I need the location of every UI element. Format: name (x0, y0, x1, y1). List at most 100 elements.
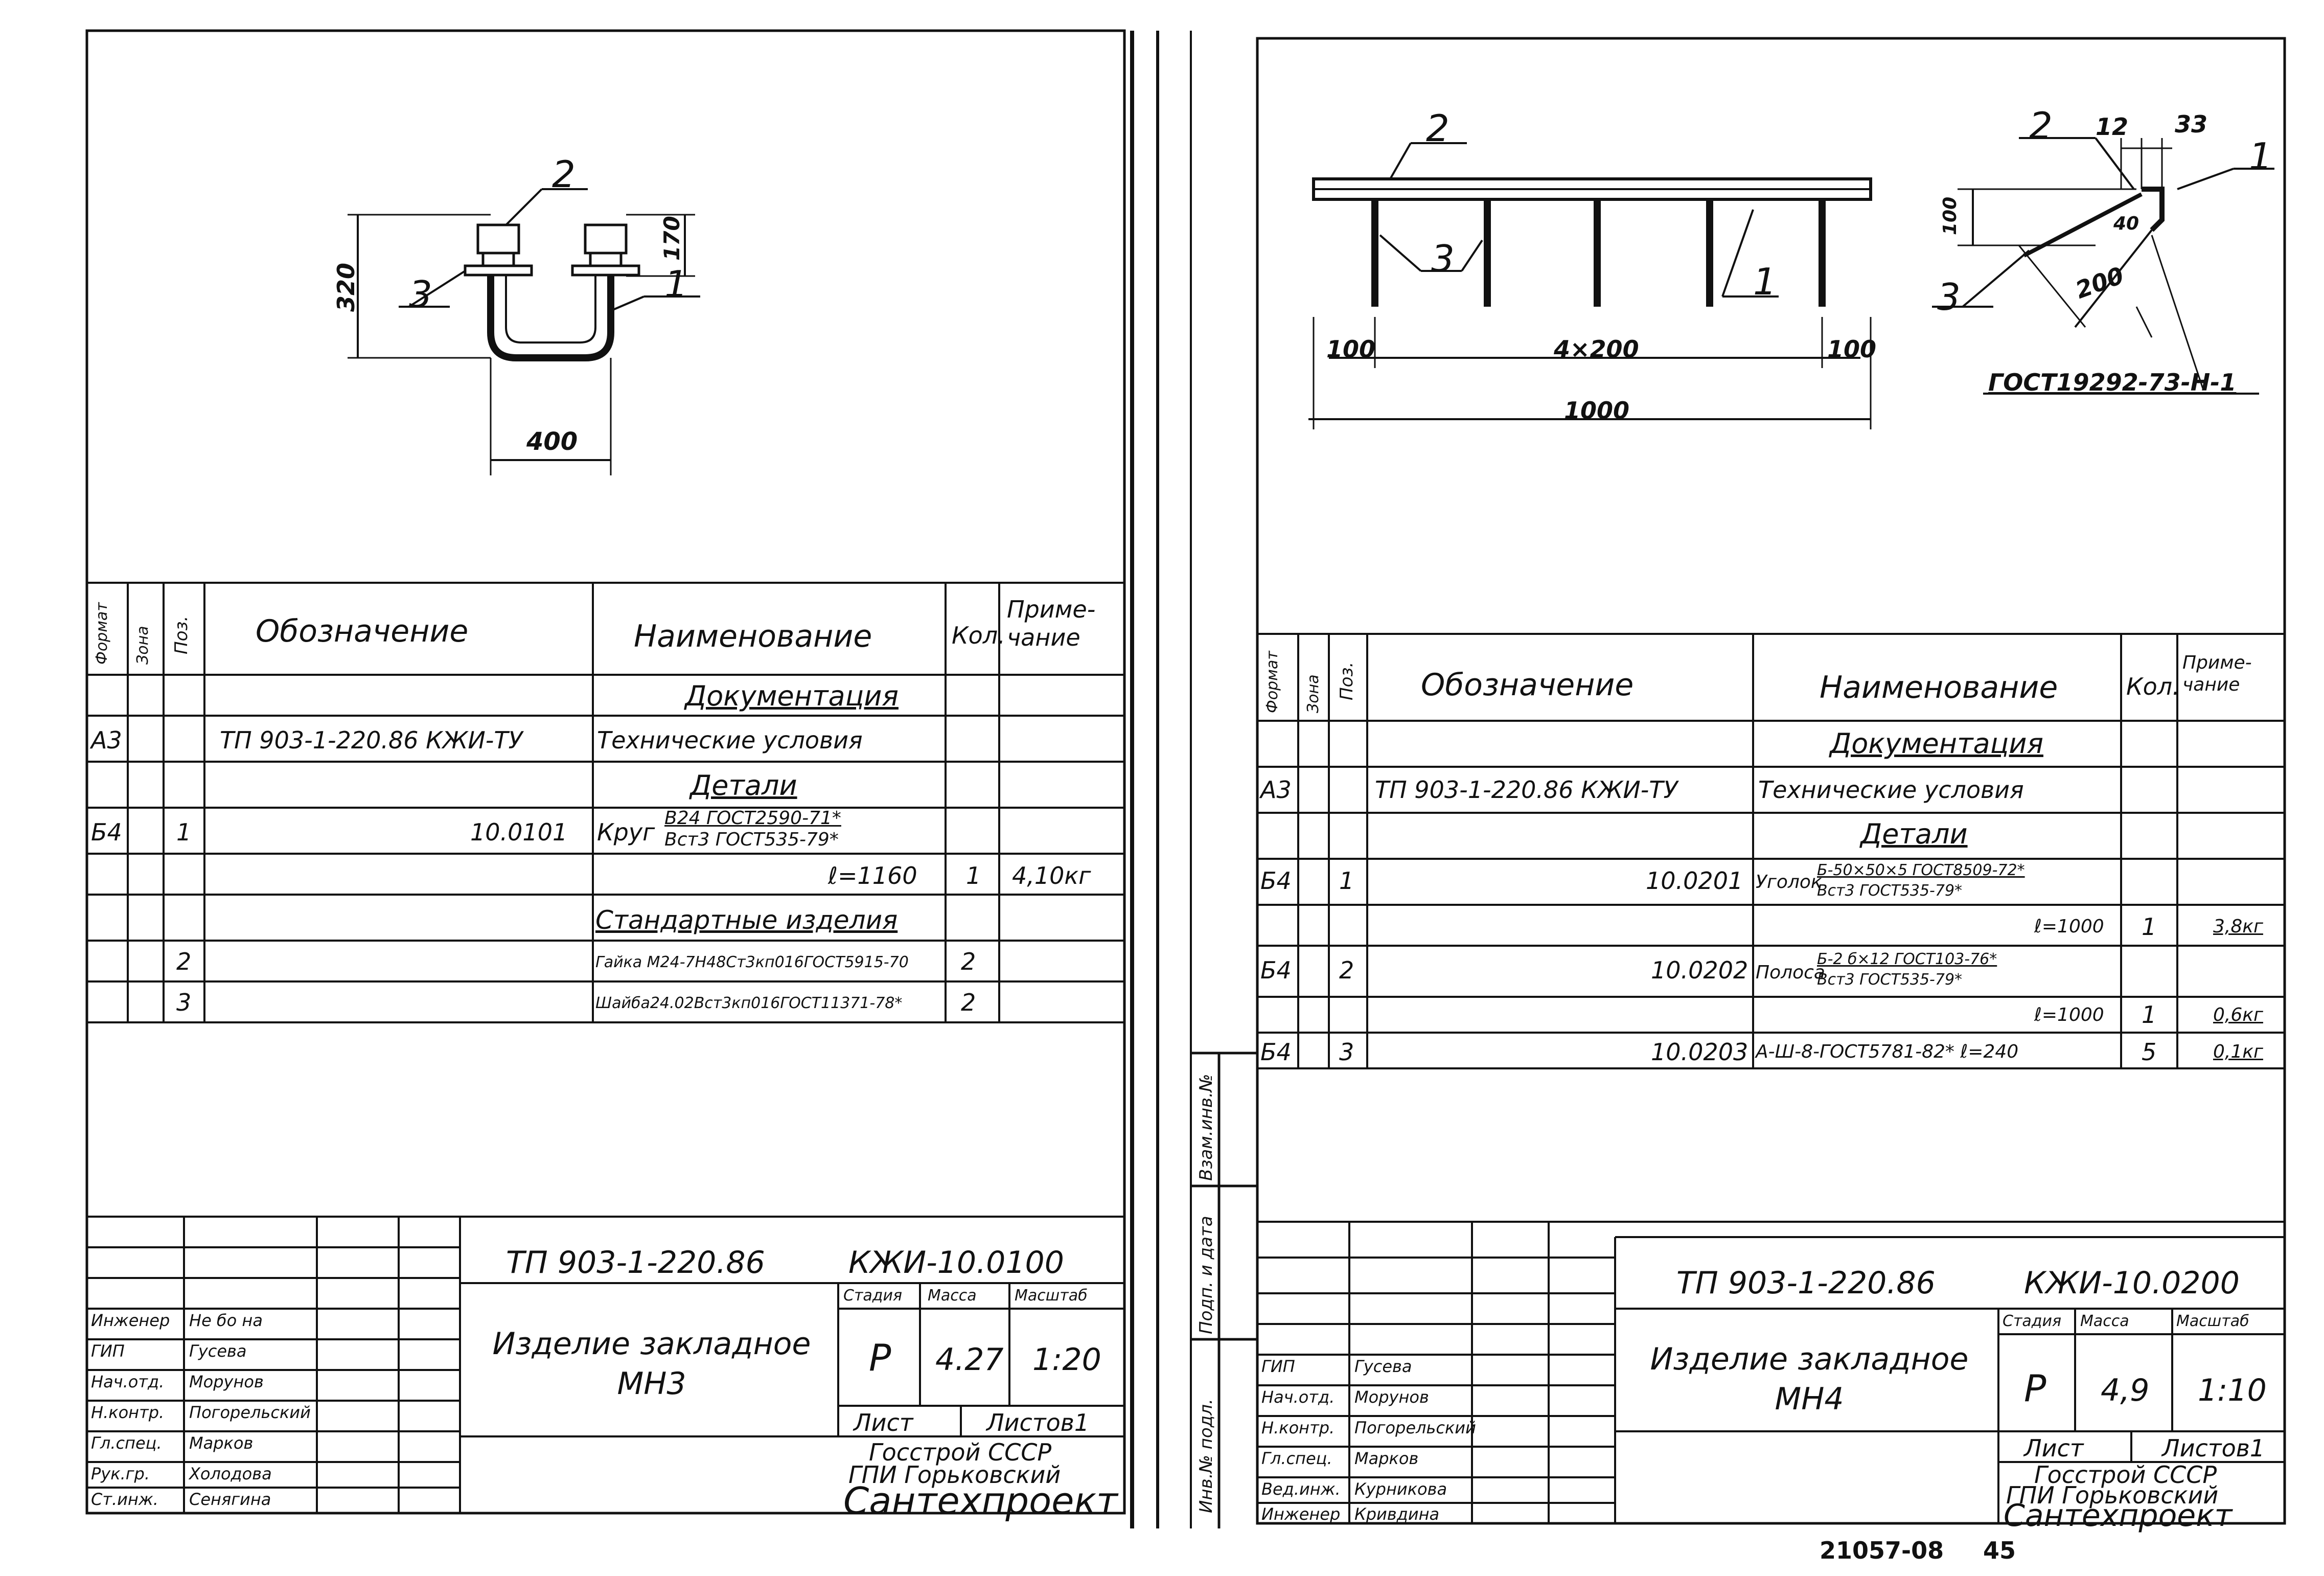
right-row-pos: 1 (1339, 867, 1354, 895)
margin-inv-orig: Инв.№ подл. (1196, 1399, 1216, 1513)
right-row-name-top: Б-2 б×12 ГОСТ103-76* (1817, 950, 1997, 968)
left-row-qty: 2 (961, 948, 976, 975)
right-tb-role: ГИП (1261, 1357, 1295, 1376)
right-side-pos-1: 1 (2249, 135, 2272, 178)
left-tb-scale-label: Масштаб (1015, 1287, 1088, 1305)
left-tb-role: Ст.инж. (91, 1490, 158, 1509)
left-row-name: Шайба24.02Вст3кп016ГОСТ11371-78* (595, 994, 903, 1012)
left-tb-role: ГИП (91, 1341, 125, 1361)
right-row-details: Детали (1860, 818, 1968, 850)
left-tb-name: Морунов (189, 1372, 264, 1391)
left-row-name-prefix: Круг (597, 818, 655, 846)
right-tb-sheets-label: Листов1 (2162, 1434, 2265, 1462)
right-row-length: ℓ=1000 (2034, 1004, 2104, 1025)
right-hdr-pos: Поз. (1337, 661, 1357, 700)
left-hdr-format: Формат (93, 602, 111, 665)
right-title-block-grid (1257, 1221, 2285, 1523)
right-side-view-drawing (1932, 137, 2274, 395)
left-callout-pos-2: 2 (552, 153, 576, 196)
right-tb-org-1: Госстрой СССР (2034, 1461, 2217, 1489)
right-row-name-bottom: Вст3 ГОСТ535-79* (1817, 971, 1963, 989)
right-row-format: А3 (1260, 776, 1292, 804)
right-tb-mass: 4,9 (2101, 1373, 2150, 1408)
right-row-note: 3,8кг (2213, 916, 2263, 937)
right-front-view-drawing (1308, 142, 1872, 429)
left-row-name: Гайка М24-7Н48Ст3кп016ГОСТ5915-70 (595, 953, 909, 971)
left-row-pos: 1 (176, 818, 192, 846)
right-tb-code-doc: КЖИ-10.0200 (2024, 1265, 2240, 1301)
right-tb-role: Вед.инж. (1261, 1479, 1341, 1499)
left-tb-role: Инженер (91, 1311, 170, 1330)
left-tb-item-name: Изделие закладное МН3 (492, 1326, 811, 1402)
right-tb-org-2: ГПИ Горьковский (2006, 1481, 2219, 1509)
right-row-name-top: Б-50×50×5 ГОСТ8509-72* (1817, 861, 2025, 879)
left-tb-org-2: ГПИ Горьковский (848, 1461, 1061, 1489)
right-hdr-format: Формат (1263, 651, 1281, 713)
left-dim-width: 400 (526, 427, 578, 456)
left-row-format: Б4 (91, 818, 122, 846)
left-hdr-designation: Обозначение (256, 613, 469, 649)
footer-page: 45 (1983, 1537, 2016, 1564)
right-row-designation: ТП 903-1-220.86 КЖИ-ТУ (1375, 776, 1678, 804)
left-tb-name: Сенягина (189, 1490, 271, 1509)
right-row-length: ℓ=1000 (2034, 916, 2104, 937)
left-tb-mass: 4.27 (935, 1342, 1004, 1378)
left-ubolt-drawing (348, 188, 700, 475)
left-title-block-grid (87, 1216, 1124, 1513)
left-tb-name: Погорельский (189, 1403, 311, 1422)
left-tb-name: Марков (189, 1433, 254, 1453)
left-row-details: Детали (690, 769, 797, 802)
right-tb-name: Кривдина (1354, 1504, 1440, 1524)
left-tb-stage: Р (869, 1336, 891, 1379)
right-tb-code-project: ТП 903-1-220.86 (1676, 1265, 1936, 1301)
left-row-std-items: Стандартные изделия (595, 905, 898, 935)
left-hdr-zone: Зона (134, 626, 152, 665)
right-row-pos: 3 (1339, 1038, 1354, 1066)
right-row-documentation: Документация (1830, 727, 2043, 760)
right-row-name-prefix: Полоса (1756, 962, 1825, 983)
left-row-note: 4,10кг (1012, 862, 1091, 889)
right-hdr-note: Приме-чание (2182, 652, 2252, 696)
right-callout-pos-2: 2 (1426, 107, 1449, 150)
left-sheet-frame (85, 29, 1126, 1515)
left-row-documentation: Документация (685, 680, 899, 712)
right-hdr-name: Наименование (1820, 670, 2058, 705)
right-tb-name: Гусева (1354, 1357, 1412, 1376)
right-side-100: 100 (1940, 196, 1961, 235)
right-dim-mid: 4×200 (1554, 335, 1639, 363)
right-side-40: 40 (2113, 213, 2139, 234)
left-spec-table-grid (87, 582, 1124, 1023)
left-row-length: ℓ=1160 (828, 862, 917, 889)
right-tb-name: Курникова (1354, 1479, 1447, 1499)
left-tb-sheets-label: Листов1 (986, 1409, 1090, 1436)
right-tb-item-name: Изделие закладное МН4 (1650, 1341, 1969, 1417)
left-hdr-note: Приме-чание (1007, 596, 1096, 652)
left-tb-sheet-label: Лист (854, 1409, 913, 1436)
right-row-format: Б4 (1260, 867, 1292, 895)
right-row-format: Б4 (1260, 1038, 1292, 1066)
right-gost-label: ГОСТ19292-73-Н-1 (1988, 369, 2237, 396)
right-tb-org-3: Сантехпроект (2004, 1498, 2233, 1534)
left-hdr-name: Наименование (634, 619, 872, 654)
right-tb-stage: Р (2024, 1367, 2046, 1410)
right-dim-left: 100 (1326, 335, 1376, 363)
left-tb-name: Гусева (189, 1341, 247, 1361)
right-tb-name: Морунов (1354, 1387, 1429, 1407)
right-side-12: 12 (2096, 113, 2129, 141)
right-row-name-bottom: Вст3 ГОСТ535-79* (1817, 882, 1963, 900)
left-row-designation: 10.0101 (470, 818, 568, 846)
left-row-qty: 1 (966, 862, 981, 889)
right-dim-total: 1000 (1564, 397, 1630, 424)
left-tb-org-1: Госстрой СССР (869, 1438, 1052, 1466)
left-row-format: А3 (91, 726, 122, 754)
right-side-pos-2: 2 (2029, 104, 2053, 147)
left-row-qty: 2 (961, 989, 976, 1016)
right-tb-scale-label: Масштаб (2176, 1312, 2249, 1330)
left-row-name: Технические условия (597, 726, 863, 754)
right-row-designation: 10.0203 (1651, 1038, 1748, 1066)
left-tb-role: Н.контр. (91, 1403, 165, 1422)
right-row-qty: 5 (2142, 1038, 2157, 1066)
right-row-pos: 2 (1339, 956, 1354, 984)
right-hdr-designation: Обозначение (1421, 667, 1634, 703)
